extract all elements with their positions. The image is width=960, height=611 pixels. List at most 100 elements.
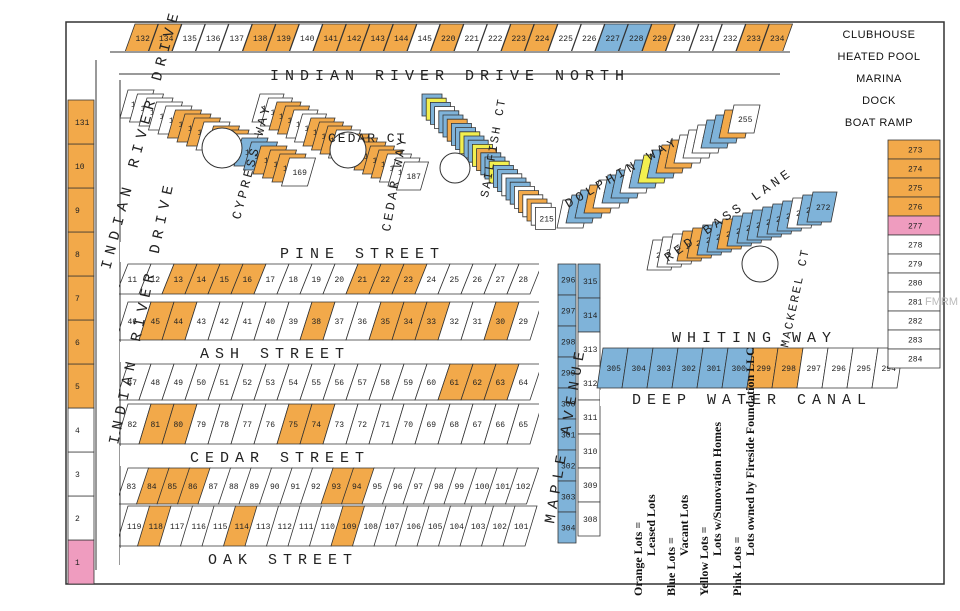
street-label-cedar-ct: CEDAR CT	[328, 131, 406, 146]
lot-number: 299	[561, 370, 576, 379]
lot-number: 138	[253, 35, 268, 44]
lot-7	[67, 275, 95, 321]
lot-3	[67, 451, 95, 497]
lot-number: 64	[519, 379, 529, 388]
legend-blue: Blue Lots =Vacant Lots	[664, 494, 691, 596]
lot-number: 301	[561, 432, 576, 441]
amenity-dock: DOCK	[862, 95, 896, 107]
lot-number: 8	[75, 251, 80, 260]
lot-number: 63	[496, 379, 506, 388]
lot-4	[67, 407, 95, 453]
lot-number: 23	[404, 276, 414, 285]
lot-number: 215	[539, 215, 554, 224]
lot-number: 297	[561, 308, 576, 317]
lot-number: 11	[128, 276, 138, 285]
lot-number: 32	[450, 318, 460, 327]
lot-number: 102	[516, 483, 531, 492]
lot-number: 54	[289, 379, 299, 388]
lot-number: 296	[561, 277, 576, 286]
street-label-ash-street: ASH STREET	[200, 346, 350, 363]
lot-number: 141	[324, 35, 339, 44]
lot-5	[67, 363, 95, 409]
street-label-oak-street: OAK STREET	[208, 552, 358, 569]
lot-number: 300	[732, 365, 747, 374]
lot-number: 79	[197, 421, 207, 430]
lot-number: 229	[653, 35, 668, 44]
lot-number: 225	[559, 35, 574, 44]
lot-number: 7	[75, 295, 80, 304]
lot-number: 99	[455, 483, 465, 492]
lot-number: 20	[335, 276, 345, 285]
lot-number: 145	[418, 35, 433, 44]
lot-number: 103	[471, 523, 486, 532]
lot-number: 303	[561, 494, 576, 503]
lot-number: 310	[583, 448, 598, 457]
street-label-pine-street: PINE STREET	[280, 246, 445, 263]
lot-number: 15	[220, 276, 230, 285]
lot-number: 137	[230, 35, 245, 44]
lot-number: 313	[583, 346, 598, 355]
lot-304	[557, 511, 577, 544]
amenity-boat-ramp: BOAT RAMP	[844, 117, 914, 129]
lot-number: 59	[404, 379, 414, 388]
lot-187	[395, 161, 430, 191]
lot-1	[67, 539, 95, 585]
lot-2	[67, 495, 95, 541]
lot-number: 302	[682, 365, 697, 374]
lot-number: 110	[321, 523, 336, 532]
lot-number: 223	[512, 35, 527, 44]
lot-number: 24	[427, 276, 437, 285]
lot-number: 30	[496, 318, 506, 327]
lot-number: 106	[407, 523, 422, 532]
lot-number: 234	[770, 35, 785, 44]
lot-number: 298	[782, 365, 797, 374]
lot-102	[504, 467, 540, 505]
lot-number: 114	[235, 523, 250, 532]
lot-number: 304	[561, 525, 576, 534]
lot-number: 77	[243, 421, 253, 430]
lot-number: 143	[371, 35, 386, 44]
lot-272	[806, 191, 838, 223]
lot-number: 98	[434, 483, 444, 492]
lot-number: 312	[583, 380, 598, 389]
lot-number: 231	[700, 35, 715, 44]
lot-number: 107	[385, 523, 400, 532]
lot-number: 19	[312, 276, 322, 285]
lot-number: 89	[250, 483, 260, 492]
lot-number: 300	[561, 401, 576, 410]
lot-number: 67	[473, 421, 483, 430]
lot-number: 233	[747, 35, 762, 44]
lot-number: 58	[381, 379, 391, 388]
lot-number: 13	[174, 276, 184, 285]
lot-284	[887, 348, 941, 369]
amenity-marina: MARINA	[856, 73, 902, 85]
lot-169	[280, 157, 317, 187]
lot-number: 83	[127, 483, 137, 492]
lot-number: 72	[358, 421, 368, 430]
lot-number: 135	[183, 35, 198, 44]
lot-number: 132	[136, 35, 151, 44]
lot-number: 226	[582, 35, 597, 44]
lot-number: 274	[908, 166, 923, 175]
road-indian-river-drive-north	[110, 51, 817, 140]
lot-number: 33	[427, 318, 437, 327]
lot-number: 2	[75, 515, 80, 524]
lot-number: 45	[151, 318, 161, 327]
lot-number: 131	[75, 119, 90, 128]
lot-number: 315	[583, 278, 598, 287]
lot-number: 25	[450, 276, 460, 285]
lot-number: 111	[299, 523, 314, 532]
lot-number: 96	[393, 483, 403, 492]
lot-number: 295	[857, 365, 872, 374]
mackerel-cul-de-sac	[741, 245, 779, 283]
lot-number: 119	[127, 523, 142, 532]
lot-number: 296	[832, 365, 847, 374]
lot-number: 94	[352, 483, 362, 492]
lot-number: 81	[151, 421, 161, 430]
lot-number: 279	[908, 261, 923, 270]
lot-number: 298	[561, 339, 576, 348]
roads-layer	[95, 51, 900, 575]
lot-number: 57	[358, 379, 368, 388]
lot-number: 140	[300, 35, 315, 44]
